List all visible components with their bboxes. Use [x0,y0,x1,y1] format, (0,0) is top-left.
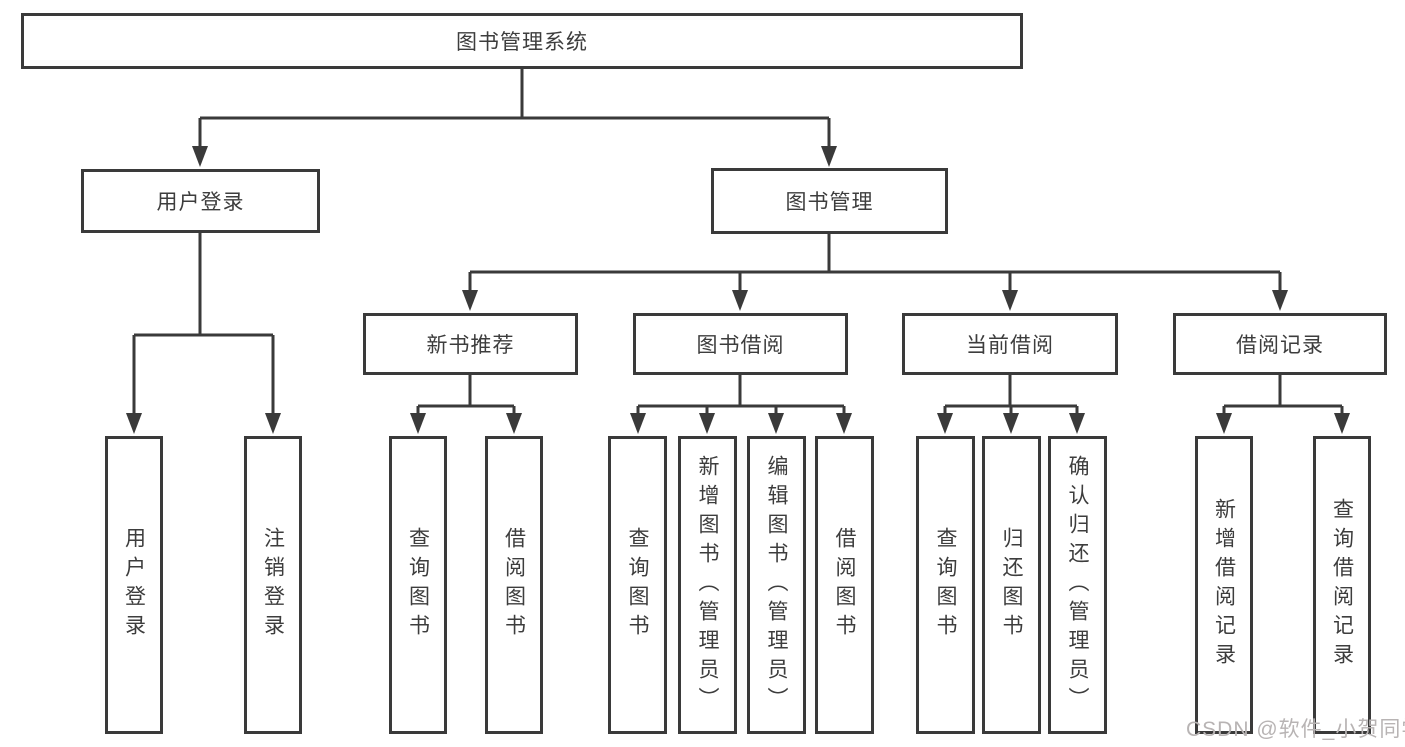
node-user-login-label: 用户登录 [156,191,245,214]
csdn-watermark: CSDN @软件_小贺同学 [1186,718,1405,741]
leaf-borrow-borrow-books-label: 借阅图书 [833,527,856,643]
leaf-current-confirm-return-admin-label: 确认归还（管理员） [1066,454,1089,716]
leaf-user-login-label: 用户登录 [122,527,146,643]
node-new-book-recommend-label: 新书推荐 [426,334,515,357]
node-current-borrow: 当前借阅 [902,313,1118,375]
leaf-logout-label: 注销登录 [261,527,285,643]
node-borrow-records: 借阅记录 [1173,313,1387,375]
leaf-records-add-record: 新增借阅记录 [1195,436,1253,734]
leaf-records-query-record-label: 查询借阅记录 [1330,498,1354,672]
arrowhead-icons [126,146,1350,434]
leaf-records-add-record-label: 新增借阅记录 [1212,498,1236,672]
leaf-current-return-books: 归还图书 [982,436,1041,734]
node-root-system: 图书管理系统 [21,13,1023,69]
leaf-current-confirm-return-admin: 确认归还（管理员） [1048,436,1107,734]
node-new-book-recommend: 新书推荐 [363,313,578,375]
leaf-recommend-query-books: 查询图书 [389,436,447,734]
leaf-borrow-add-books-admin-label: 新增图书（管理员） [696,454,719,716]
leaf-current-return-books-label: 归还图书 [1000,527,1023,643]
leaf-borrow-query-books: 查询图书 [608,436,667,734]
connector-lines [132,69,1344,414]
node-root-system-label: 图书管理系统 [456,31,588,54]
leaf-current-query-books-label: 查询图书 [934,527,957,643]
node-user-login: 用户登录 [81,169,320,233]
node-book-borrow: 图书借阅 [633,313,848,375]
node-book-management-label: 图书管理 [785,191,874,214]
leaf-recommend-query-books-label: 查询图书 [406,527,430,643]
leaf-records-query-record: 查询借阅记录 [1313,436,1371,734]
node-current-borrow-label: 当前借阅 [966,334,1054,357]
leaf-recommend-borrow-books: 借阅图书 [485,436,543,734]
leaf-borrow-query-books-label: 查询图书 [626,527,649,643]
node-borrow-records-label: 借阅记录 [1236,334,1324,357]
leaf-borrow-edit-books-admin-label: 编辑图书（管理员） [765,454,788,716]
leaf-user-login: 用户登录 [105,436,163,734]
leaf-current-query-books: 查询图书 [916,436,975,734]
node-book-management: 图书管理 [711,168,948,234]
leaf-logout: 注销登录 [244,436,302,734]
leaf-recommend-borrow-books-label: 借阅图书 [502,527,526,643]
node-book-borrow-label: 图书借阅 [696,334,785,357]
leaf-borrow-borrow-books: 借阅图书 [815,436,874,734]
leaf-borrow-edit-books-admin: 编辑图书（管理员） [747,436,806,734]
leaf-borrow-add-books-admin: 新增图书（管理员） [678,436,737,734]
